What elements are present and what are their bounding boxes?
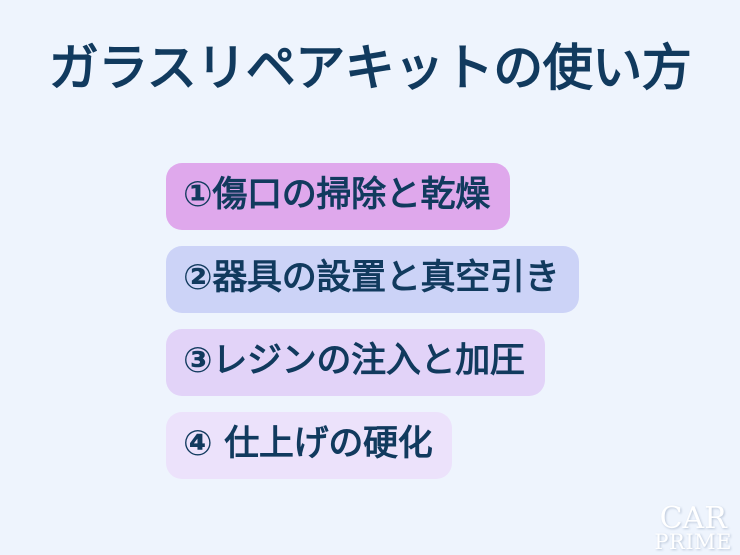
step-item-1: ①傷口の掃除と乾燥 (166, 163, 510, 230)
step-item-2: ②器具の設置と真空引き (166, 246, 580, 313)
page-title: ガラスリペアキットの使い方 (48, 39, 692, 97)
watermark-line-2: PRIME (654, 530, 732, 555)
steps-list: ①傷口の掃除と乾燥 ②器具の設置と真空引き ③レジンの注入と加圧 ④ 仕上げの硬… (166, 163, 580, 479)
watermark-logo: CAR PRIME (654, 500, 732, 555)
step-item-3: ③レジンの注入と加圧 (166, 329, 545, 396)
watermark-line-1: CAR (659, 500, 727, 536)
step-item-4: ④ 仕上げの硬化 (166, 412, 453, 479)
